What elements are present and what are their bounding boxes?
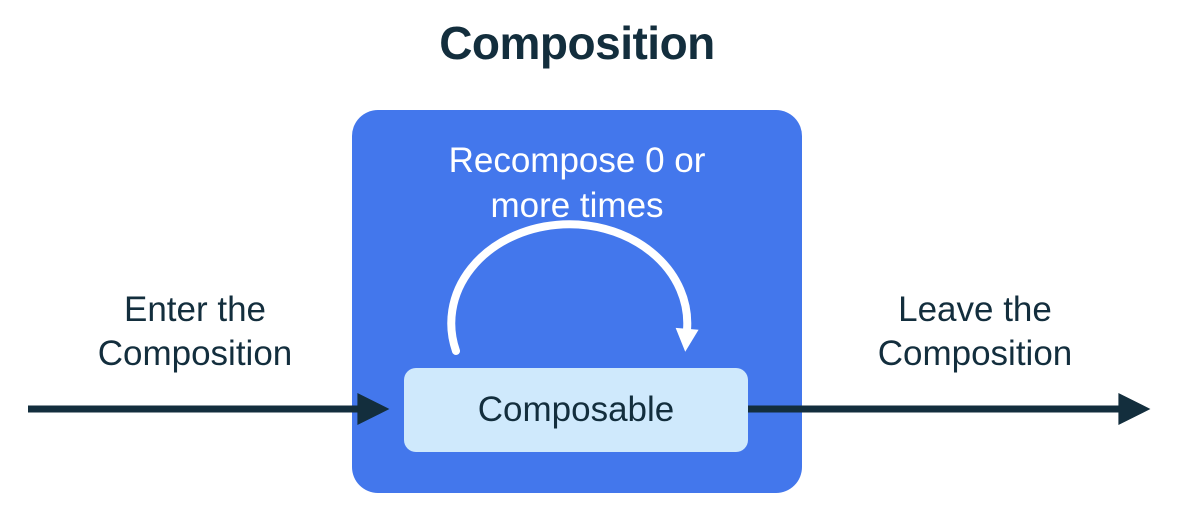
enter-label-line2: Composition [97, 334, 293, 373]
composable-node: Composable [404, 368, 748, 452]
enter-label-line1: Enter the [123, 290, 267, 329]
recompose-label-line1: Recompose 0 or [448, 141, 706, 180]
leave-label-line1: Leave the [898, 290, 1052, 329]
recompose-label-line2: more times [490, 186, 664, 225]
leave-composition-label: Leave the Composition [835, 288, 1115, 376]
recompose-label: Recompose 0 or more times [352, 138, 802, 228]
page-title: Composition [439, 17, 715, 69]
composable-label: Composable [477, 390, 675, 429]
leave-label-line2: Composition [877, 334, 1073, 373]
enter-composition-label: Enter the Composition [55, 288, 335, 376]
